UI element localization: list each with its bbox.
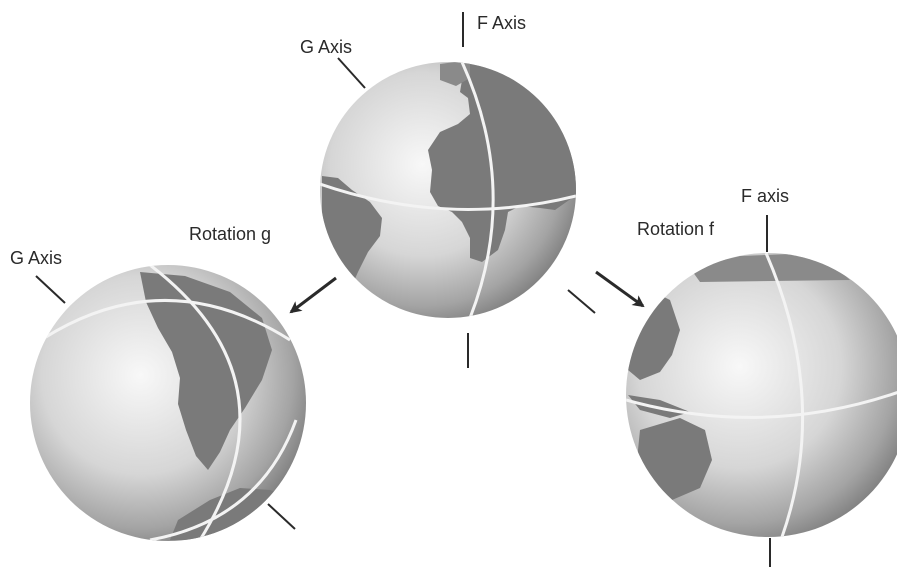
globe-left	[30, 265, 306, 541]
label-top-g-axis: G Axis	[300, 37, 352, 57]
globe-right	[626, 215, 897, 567]
label-rotation-f: Rotation f	[637, 219, 715, 239]
globe-right-north-cap	[690, 254, 850, 282]
globe-top-g-axis-top	[338, 58, 365, 88]
globe-top	[320, 12, 596, 368]
label-left-g-axis: G Axis	[10, 248, 62, 268]
globe-left-g-axis-bottom	[268, 504, 295, 529]
globe-top-g-axis-bottom	[568, 290, 595, 313]
label-right-f-axis: F axis	[741, 186, 789, 206]
label-rotation-g: Rotation g	[189, 224, 271, 244]
globe-left-g-axis-top	[36, 276, 65, 303]
label-top-f-axis: F Axis	[477, 13, 526, 33]
arrow-rotation-g	[291, 278, 336, 312]
arrow-rotation-f	[596, 272, 643, 306]
